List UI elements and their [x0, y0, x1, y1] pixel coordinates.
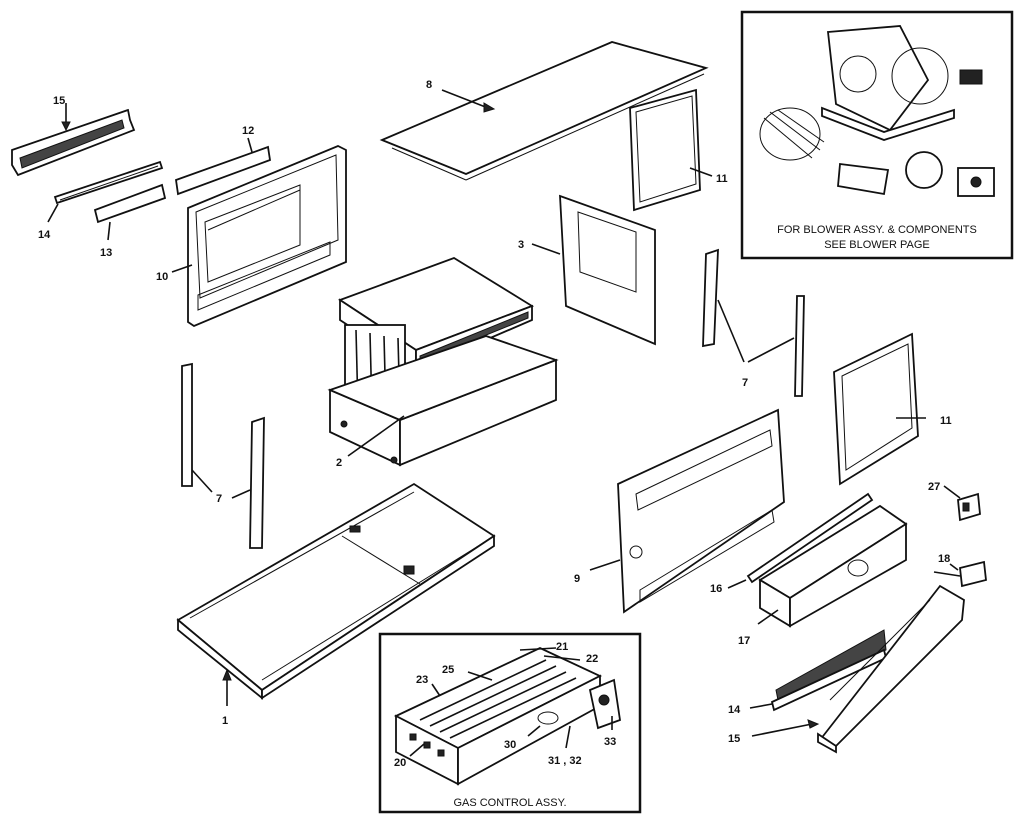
part-27-component — [943, 485, 981, 522]
label-22: 22 — [586, 653, 598, 665]
label-3: 3 — [518, 239, 524, 251]
part-17-vent-box — [757, 504, 908, 628]
label-12: 12 — [242, 125, 254, 137]
label-21: 21 — [556, 641, 568, 653]
part-9-rear-panel — [589, 408, 785, 614]
label-11-lower: 11 — [940, 415, 952, 427]
label-14-right: 14 — [728, 704, 741, 716]
part-13-bracket — [93, 183, 167, 241]
label-20: 20 — [394, 757, 406, 769]
label-10: 10 — [156, 271, 168, 283]
part-16-strip — [727, 492, 874, 589]
label-1: 1 — [222, 715, 228, 727]
blower-caption-line2: SEE BLOWER PAGE — [824, 239, 930, 251]
part-15-top-trim — [11, 103, 136, 177]
part-14-left-strip — [47, 160, 164, 223]
part-2-heat-exchanger — [327, 257, 559, 467]
label-25: 25 — [442, 664, 454, 676]
part-12-strip — [175, 137, 272, 196]
label-13: 13 — [100, 247, 112, 259]
label-7-upper: 7 — [742, 377, 748, 389]
label-8: 8 — [426, 79, 432, 91]
part-11-upper-panel — [629, 88, 713, 212]
part-7-rails-upper — [702, 248, 805, 397]
part-15-right-trim — [751, 584, 965, 754]
label-18: 18 — [938, 553, 950, 565]
blower-caption-line1: FOR BLOWER ASSY. & COMPONENTS — [777, 224, 977, 236]
gas-control-caption: GAS CONTROL ASSY. — [453, 797, 566, 809]
gas-control-inset-box — [378, 632, 642, 814]
label-11-upper: 11 — [716, 173, 728, 185]
label-14-left: 14 — [38, 229, 51, 241]
label-15-right: 15 — [728, 733, 740, 745]
label-23: 23 — [416, 674, 428, 686]
label-27: 27 — [928, 481, 940, 493]
part-10-front-panel — [171, 145, 347, 328]
label-15-top: 15 — [53, 95, 65, 107]
label-30: 30 — [504, 739, 516, 751]
part-8-top-panel — [379, 41, 709, 181]
label-2: 2 — [336, 457, 342, 469]
label-17: 17 — [738, 635, 750, 647]
label-31-32: 31 , 32 — [548, 755, 582, 767]
label-7-left: 7 — [216, 493, 222, 505]
part-1-base-tray — [176, 482, 496, 706]
part-3-center-panel — [531, 194, 656, 346]
label-9: 9 — [574, 573, 580, 585]
label-33: 33 — [604, 736, 616, 748]
part-11-lower-panel — [833, 332, 926, 486]
part-18-knob — [933, 560, 987, 588]
label-16: 16 — [710, 583, 722, 595]
blower-inset-box — [740, 10, 1014, 260]
part-7-rails-left — [181, 362, 265, 549]
